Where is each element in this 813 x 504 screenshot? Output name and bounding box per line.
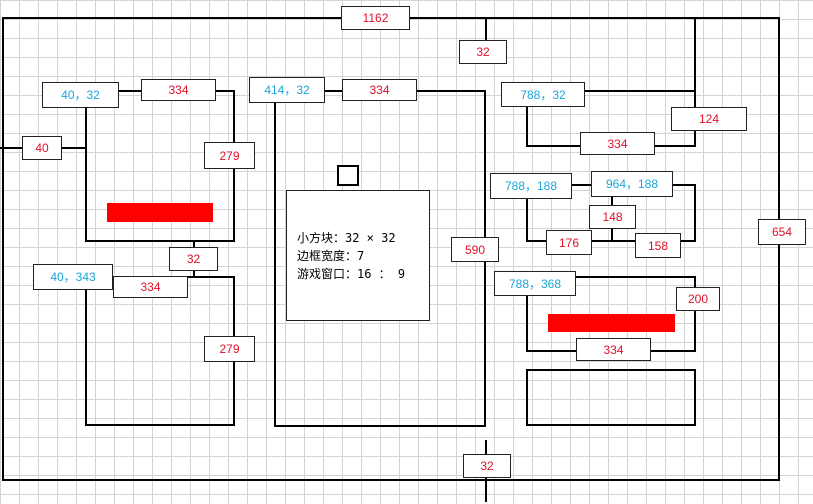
label-left-bottom-origin: 40，343 (33, 264, 113, 290)
label-right3-width: 334 (576, 338, 651, 361)
label-left-bottom-width: 334 (113, 276, 188, 298)
label-left-bottom-height: 279 (204, 336, 255, 362)
label-right3-height: 200 (676, 287, 720, 311)
label-right1-width: 334 (580, 132, 655, 155)
info-block-size: 小方块：32 × 32 (297, 231, 396, 245)
info-box: 小方块：32 × 32 边框宽度：7 游戏窗口：16 ： 9 (286, 190, 430, 321)
label-middle-width: 334 (342, 79, 417, 101)
label-top-gap: 32 (459, 40, 507, 64)
label-left-margin: 40 (22, 136, 62, 160)
label-left-top-origin: 40，32 (42, 82, 119, 108)
label-left-top-height: 279 (204, 142, 255, 169)
label-middle-height: 590 (451, 237, 499, 262)
label-right2-right-width: 158 (635, 233, 681, 258)
label-right2-right-origin: 964，188 (591, 171, 673, 197)
info-window-ratio: 游戏窗口：16 ： 9 (297, 267, 406, 281)
center-divider-top (485, 17, 487, 41)
label-bottom-gap: 32 (463, 454, 511, 478)
info-border-width: 边框宽度：7 (297, 249, 365, 263)
right-red-bar (548, 314, 675, 332)
label-right2-origin: 788，188 (490, 173, 572, 199)
right-top-vertical (694, 17, 696, 92)
label-middle-origin: 414，32 (249, 77, 325, 103)
label-left-gap: 32 (169, 247, 218, 271)
label-right1-origin: 788，32 (501, 82, 585, 107)
label-right2-height: 148 (589, 205, 636, 229)
label-right2-left-width: 176 (546, 230, 592, 255)
right-panel-4 (526, 369, 696, 426)
label-outer-height: 654 (758, 219, 806, 245)
label-left-top-width: 334 (141, 79, 216, 101)
left-red-bar (107, 203, 213, 222)
label-right1-height: 124 (671, 107, 747, 131)
label-right3-origin: 788，368 (494, 271, 576, 296)
label-outer-width: 1162 (341, 6, 410, 30)
small-square (337, 165, 359, 186)
